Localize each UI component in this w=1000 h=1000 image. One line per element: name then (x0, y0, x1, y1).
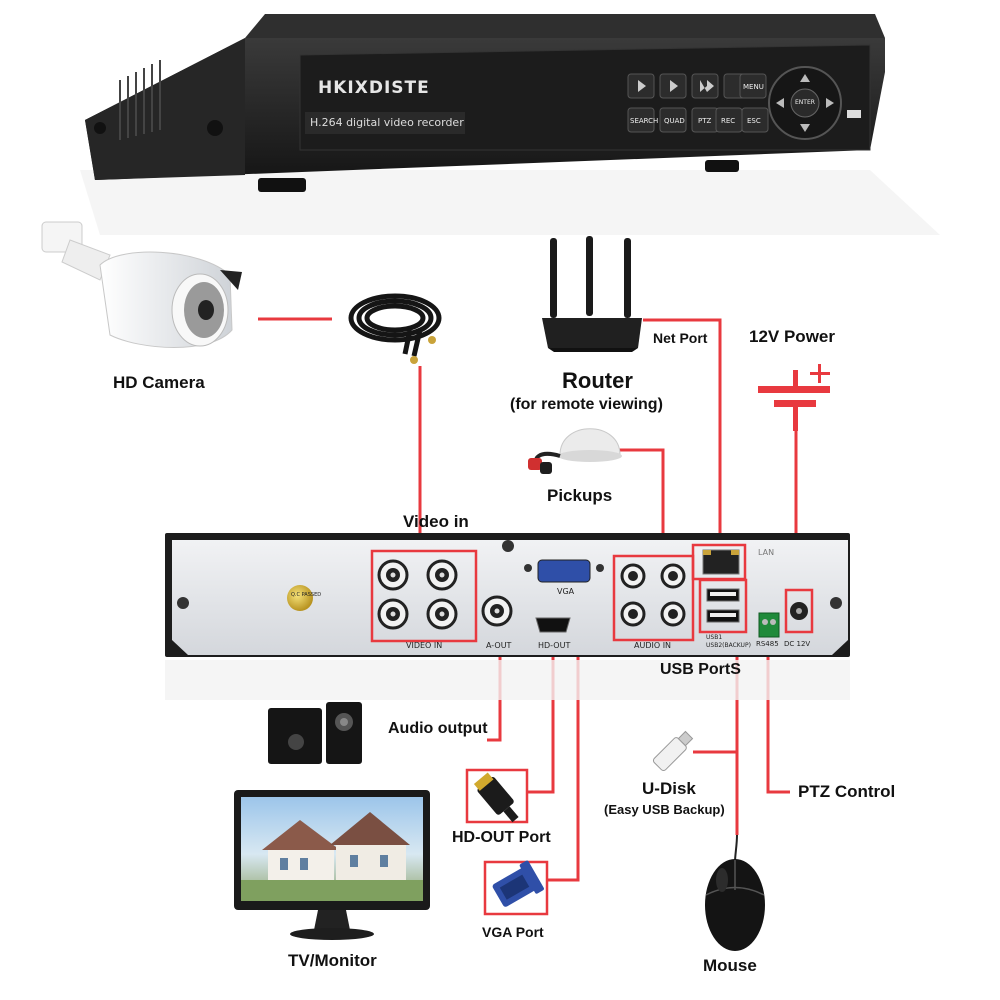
search-button[interactable] (627, 107, 655, 133)
hd-out-port-label: HD-OUT (538, 641, 571, 650)
usb-highlight (698, 578, 748, 634)
hdmi-plug-icon (465, 768, 529, 824)
router-sub-label: (for remote viewing) (510, 396, 663, 413)
dvr-model-text: H.264 digital video recorder (310, 116, 464, 129)
hd-camera-label: HD Camera (113, 373, 205, 392)
audio-in-port-label: AUDIO IN (634, 641, 672, 650)
rs485-port-label: RS485 (756, 640, 779, 648)
a-out-port (481, 595, 513, 627)
video-in-highlight (370, 549, 478, 643)
navigation-dial[interactable] (768, 66, 842, 140)
router-icon (542, 236, 642, 352)
microphone-icon (528, 428, 622, 474)
qc-sticker-label: Q.C PASSED (291, 592, 322, 598)
net-port-label: Net Port (653, 330, 708, 346)
qc-sticker (287, 585, 313, 611)
mouse-label: Mouse (703, 956, 757, 975)
forward-button[interactable] (691, 73, 719, 99)
usb2-label: USB2(BACKUP) (706, 642, 751, 649)
dvr-brand: HKIXDISTE (318, 78, 430, 98)
tv-monitor-label: TV/Monitor (288, 951, 377, 970)
monitor-icon (234, 790, 430, 940)
screw-hole (830, 597, 842, 609)
esc-button-label: ESC (747, 117, 761, 125)
dvr-foot (258, 178, 306, 192)
bnc-port-group (377, 559, 458, 630)
u-disk-label: U-Disk (642, 779, 696, 798)
usb-ports-label: USB PortS (660, 661, 741, 678)
router-to-lan-line (643, 318, 722, 550)
front-button-group (627, 73, 769, 133)
pickup-to-audio-in-line (609, 448, 665, 560)
usb-front-port (847, 110, 861, 118)
pickups-label: Pickups (547, 486, 613, 505)
dvr-front-unit (80, 14, 940, 235)
dc-port-label: DC 12V (784, 640, 811, 648)
menu-button[interactable] (739, 73, 767, 99)
vga-port-callout: VGA Port (482, 924, 544, 940)
dvr-foot (705, 160, 739, 172)
a-out-port-label: A-OUT (486, 641, 512, 650)
video-in-port-label: VIDEO IN (406, 641, 443, 650)
hd-out-port-callout: HD-OUT Port (452, 829, 551, 846)
play-icon (670, 80, 678, 92)
router-label: Router (562, 368, 633, 393)
vga-plug-icon (483, 860, 549, 916)
u-disk-sub-label: (Easy USB Backup) (604, 802, 725, 817)
hdmi-port (535, 617, 571, 633)
search-button-label: SEARCH (630, 117, 659, 125)
speakers-icon (268, 702, 362, 764)
ptz-button-label: PTZ (698, 117, 712, 125)
fast-forward-icon (700, 80, 714, 92)
quad-button-label: QUAD (664, 117, 685, 125)
dvr-rear-panel (165, 533, 850, 700)
screw-hole (207, 120, 223, 136)
video-in-label: Video in (403, 512, 469, 531)
lan-port-label: LAN (758, 548, 775, 557)
rs485-terminal (758, 612, 780, 638)
dial-center-label: ENTER (795, 99, 815, 106)
audio-in-highlight (612, 554, 695, 642)
power-label: 12V Power (749, 327, 835, 346)
vga-port (537, 559, 591, 583)
bnc-cable-icon (348, 293, 442, 364)
menu-button-label: MENU (743, 83, 764, 91)
rca-port-group (620, 563, 686, 627)
usb-stick-icon (652, 730, 694, 772)
quad-button[interactable] (659, 107, 687, 133)
ptz-control-label: PTZ Control (798, 782, 896, 801)
esc-button[interactable] (741, 107, 769, 133)
hd-camera-icon (41, 221, 242, 348)
rewind-icon (638, 80, 646, 92)
screw-hole (94, 122, 106, 134)
audio-output-label: Audio output (388, 720, 488, 737)
usb1-label: USB1 (706, 634, 723, 641)
mouse-icon (705, 834, 765, 951)
rec-button-label: REC (721, 117, 736, 125)
vga-port-label: VGA (557, 587, 575, 596)
vent-grille (119, 60, 161, 140)
power-plus-icon (758, 364, 830, 431)
screw-hole (177, 597, 189, 609)
dc-highlight (784, 588, 814, 634)
